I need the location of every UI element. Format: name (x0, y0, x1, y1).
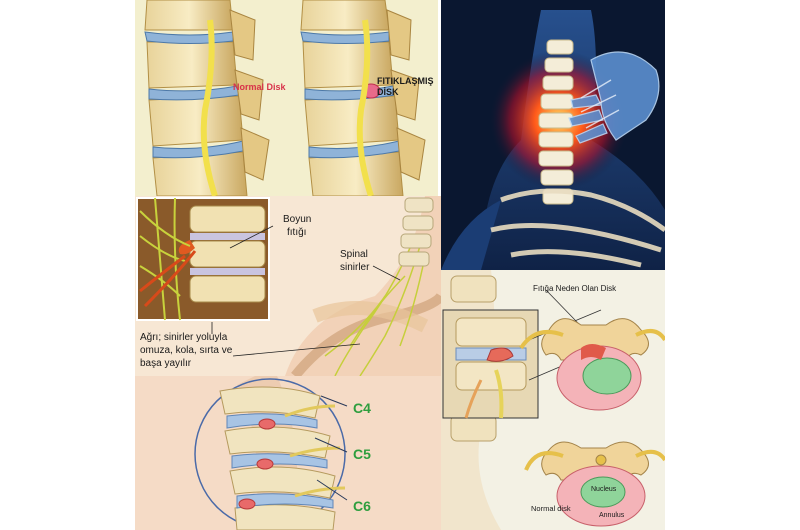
neck-pain-panel (441, 0, 665, 270)
herniated-spine-right (300, 0, 426, 196)
hand (568, 51, 660, 144)
disk-comparison-illustration (144, 0, 426, 196)
neck-hernia-illustration (136, 196, 441, 376)
lumbar-inset (442, 309, 539, 419)
spinal-nerves-label-line1: Spinal (340, 249, 368, 260)
neck-pain-illustration (441, 10, 665, 270)
pain-spread-label-line1: Ağrı; sinirler yoluyla (140, 332, 228, 343)
cervical-vertebrae (538, 39, 574, 205)
nucleus-label: Nucleus (591, 486, 617, 493)
hernia-inset (136, 197, 270, 321)
cervical-levels-panel: C4 C5 C6 (135, 376, 441, 530)
neck-vertebrae (398, 197, 434, 267)
pain-spread-label-line3: başa yayılır (140, 358, 192, 369)
herniated-disk-label-line1: FITIKLAŞMIŞ (377, 76, 434, 86)
pain-spread-label-line2: omuza, kola, sırta ve (140, 345, 233, 356)
normal-disk-label: Normal Disk (233, 82, 286, 92)
lumbar-disc-panel: Fıtığa Neden Olan Disk Normal disk Nucle… (441, 270, 665, 530)
cervical-levels-illustration (135, 376, 441, 530)
normal-disc-label: Normal disk (531, 504, 571, 513)
normal-spine-left (144, 0, 270, 196)
annulus-label: Annulus (599, 512, 625, 519)
neck-hernia-panel: Boyun fıtığı Spinal sinirler Ağrı; sinir… (135, 196, 441, 376)
neck-hernia-label-line1: Boyun (283, 214, 312, 225)
spinal-nerves-label-line2: sinirler (340, 262, 370, 273)
level-c4-label: C4 (353, 400, 371, 416)
cause-disc-label: Fıtığa Neden Olan Disk (533, 284, 617, 293)
herniated-disk-label-line2: DİSK (377, 87, 399, 97)
normal-disc-cross-section (524, 441, 665, 527)
herniated-disc-cross-section (519, 318, 665, 411)
level-c5-label: C5 (353, 446, 371, 462)
lumbar-disc-illustration (441, 270, 665, 530)
disk-comparison-panel: Normal Disk FITIKLAŞMIŞ DİSK (135, 0, 438, 196)
cervical-vertebrae-stack (219, 386, 336, 530)
neck-hernia-label-line2: fıtığı (287, 227, 307, 238)
level-c6-label: C6 (353, 498, 371, 514)
